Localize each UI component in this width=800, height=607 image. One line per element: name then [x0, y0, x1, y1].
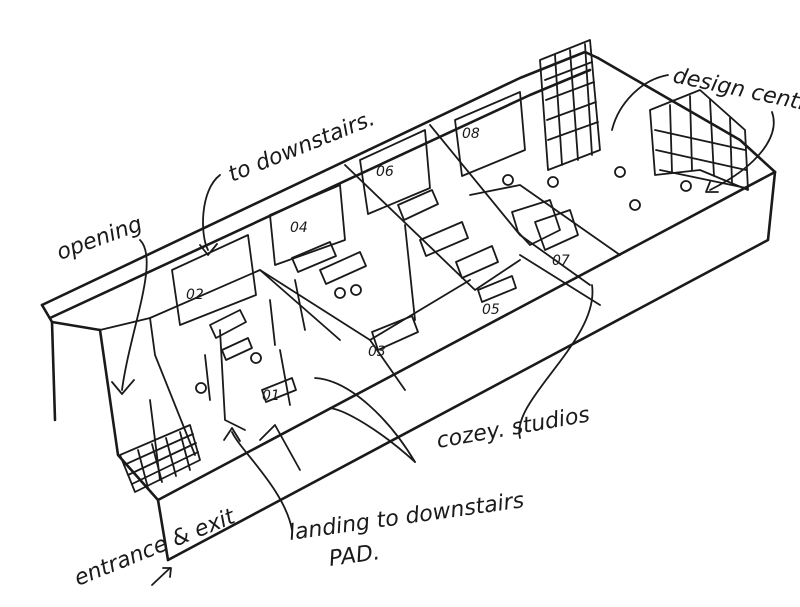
pad-label: PAD.	[327, 540, 381, 572]
room-08-label: 08	[462, 126, 480, 142]
room-03-label: 03	[368, 344, 386, 360]
opening-label: opening	[54, 212, 146, 266]
design-centre-grid	[539, 39, 749, 191]
room-05-label: 05	[482, 302, 500, 318]
room-07-label: 07	[552, 253, 570, 269]
cozey-studios-label: cozey. studios	[435, 402, 592, 454]
room-02-label: 02	[186, 287, 204, 303]
annotation-leaders	[111, 74, 775, 586]
room-numbers: 01 02 03 04 05 06 07 08	[186, 126, 570, 404]
furniture	[195, 166, 692, 403]
room-04-label: 04	[290, 220, 308, 236]
room-01-label: 01	[262, 388, 280, 404]
landing-to-downstairs-label: landing to downstairs	[287, 488, 525, 546]
wall-panels	[171, 91, 526, 326]
room-06-label: 06	[376, 164, 394, 180]
entrance-grid	[119, 424, 201, 493]
entrance-exit-label: entrance & exit	[71, 504, 240, 592]
